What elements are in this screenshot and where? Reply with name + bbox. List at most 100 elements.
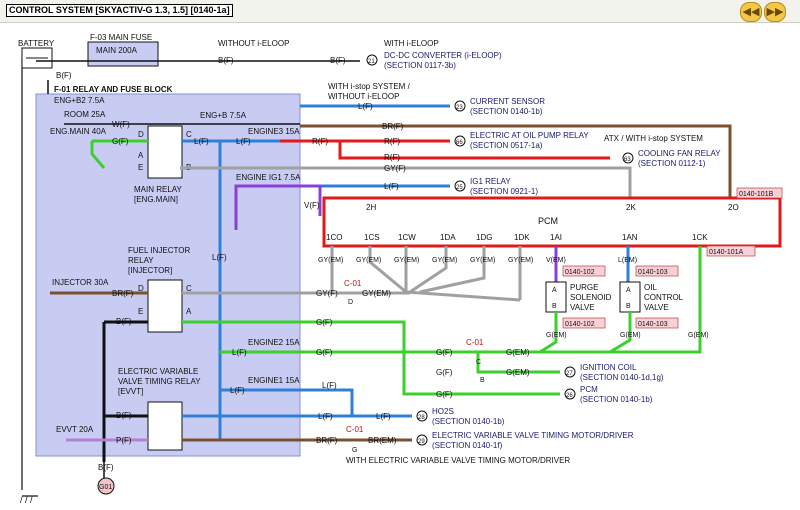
pcm-module[interactable] bbox=[322, 196, 782, 248]
pcm-pin-1an: 1AN bbox=[622, 233, 638, 242]
ig1-section-link[interactable]: (SECTION 0921-1) bbox=[470, 187, 538, 196]
next-page-button[interactable]: ▶▶ bbox=[764, 2, 786, 22]
dcdc-section-link[interactable]: (SECTION 0117-3b) bbox=[384, 61, 456, 70]
page-title: CONTROL SYSTEM [SKYACTIV-G 1.3, 1.5] [01… bbox=[6, 4, 233, 17]
connector-21-number: 21 bbox=[368, 59, 375, 65]
ref-0140-102-top[interactable] bbox=[562, 265, 606, 277]
connector-28 bbox=[416, 410, 428, 422]
rf-label-2: R(F) bbox=[384, 137, 400, 146]
brf-label-inj: BR(F) bbox=[112, 289, 134, 298]
vf-label: V(F) bbox=[304, 201, 320, 210]
evvt-motor-section-link[interactable]: (SECTION 0140-1f) bbox=[432, 441, 503, 450]
fuel-injector-label-3: [INJECTOR] bbox=[128, 266, 172, 275]
gyf-label-1: GY(F) bbox=[384, 164, 406, 173]
gem-label-ocv: G(EM) bbox=[620, 332, 641, 339]
ocv-green-return bbox=[609, 312, 632, 354]
lf-label-5: L(F) bbox=[232, 348, 247, 357]
ref-102-top-text: 0140-102 bbox=[565, 269, 595, 276]
fuel-injector-relay-symbol bbox=[147, 279, 183, 333]
wf-label: W(F) bbox=[112, 120, 130, 129]
connector-66 bbox=[454, 135, 466, 147]
connector-26-number: 26 bbox=[566, 393, 573, 399]
pcm-pin-1ai: 1AI bbox=[550, 233, 562, 242]
main-relay-pin-c: C bbox=[186, 130, 192, 139]
ignition-coil-section-link[interactable]: (SECTION 0140-1d,1g) bbox=[580, 373, 664, 382]
fuel-relay-pin-c: C bbox=[186, 284, 192, 293]
cooling-fan-section-link[interactable]: (SECTION 0112-1) bbox=[638, 159, 706, 168]
gem-label-2: G(EM) bbox=[506, 348, 530, 357]
cooling-fan-label[interactable]: COOLING FAN RELAY bbox=[638, 149, 721, 158]
fuse-engine1-label: ENGINE1 15A bbox=[248, 376, 300, 385]
connector-29-number: 29 bbox=[418, 439, 425, 445]
current-sensor-label[interactable]: CURRENT SENSOR bbox=[470, 97, 545, 106]
pcm-pin-2k: 2K bbox=[626, 203, 636, 212]
title-bar: CONTROL SYSTEM [SKYACTIV-G 1.3, 1.5] [01… bbox=[0, 0, 800, 23]
connector-27-number: 27 bbox=[566, 371, 573, 377]
vem-label: V(EM) bbox=[546, 257, 566, 264]
lf-label-3: L(F) bbox=[236, 137, 251, 146]
main-relay-label-2: [ENG.MAIN] bbox=[134, 195, 178, 204]
engine1-wire bbox=[220, 388, 354, 416]
lf-label-4: L(F) bbox=[384, 182, 399, 191]
pcm-pin-1co: 1CO bbox=[326, 233, 342, 242]
fuse-engine2-label: ENGINE2 15A bbox=[248, 338, 300, 347]
lf-label-6: L(F) bbox=[230, 386, 245, 395]
main-relay-label: MAIN RELAY bbox=[134, 185, 183, 194]
fuel-relay-pin-a: A bbox=[186, 307, 192, 316]
purge-pin-b: B bbox=[552, 303, 557, 310]
purge-label-1: PURGE bbox=[570, 283, 598, 292]
ref-103-top-text: 0140-103 bbox=[638, 269, 668, 276]
pcm-pin-2o: 2O bbox=[728, 203, 739, 212]
engine-ig1-violet-wire bbox=[234, 184, 322, 230]
brf-label-evvt: BR(F) bbox=[316, 436, 338, 445]
pcm-label: PCM bbox=[538, 216, 558, 226]
ref-0140-101b[interactable] bbox=[736, 187, 783, 199]
gf-label-3: G(F) bbox=[316, 348, 333, 357]
fuse-engine3-label: ENGINE3 15A bbox=[248, 127, 300, 136]
gf-label-5: G(F) bbox=[436, 368, 453, 377]
ref-0140-101b-text: 0140-101B bbox=[739, 191, 774, 198]
lf-label-8: L(F) bbox=[318, 412, 333, 421]
ocv-label-1: OIL bbox=[644, 283, 657, 292]
cooling-fan-wire bbox=[338, 141, 610, 160]
pcm-pin-1cw: 1CW bbox=[398, 233, 416, 242]
gray-wire-1 bbox=[180, 166, 632, 200]
pcm-1dg-wire bbox=[419, 246, 486, 294]
evvt-motor-label[interactable]: ELECTRIC VARIABLE VALVE TIMING MOTOR/DRI… bbox=[432, 431, 634, 440]
rf-label-3: R(F) bbox=[384, 153, 400, 162]
gyem-label-5: GY(EM) bbox=[470, 257, 495, 264]
connector-23-number: 23 bbox=[456, 105, 463, 111]
ref-0140-103-top[interactable] bbox=[635, 265, 679, 277]
ref-0140-102-bottom[interactable] bbox=[562, 317, 606, 329]
pcm-link-label[interactable]: PCM bbox=[580, 385, 598, 394]
previous-page-button[interactable]: ◀◀ bbox=[740, 2, 762, 22]
pcm-section-link[interactable]: (SECTION 0140-1b) bbox=[580, 395, 653, 404]
main-fuse-box bbox=[87, 41, 159, 67]
purge-label-2: SOLENOID bbox=[570, 293, 612, 302]
gyem-label-7: GY(EM) bbox=[362, 289, 391, 298]
lf-label-bus: L(F) bbox=[212, 253, 227, 262]
ref-0140-101a[interactable] bbox=[706, 245, 756, 257]
main-relay-pin-e: E bbox=[138, 163, 143, 172]
ignition-coil-label[interactable]: IGNITION COIL bbox=[580, 363, 637, 372]
ig1-relay-label[interactable]: IG1 RELAY bbox=[470, 177, 511, 186]
gf-label-2: G(F) bbox=[316, 318, 333, 327]
fuse-engmain-label: ENG.MAIN 40A bbox=[50, 127, 107, 136]
ho2s-label[interactable]: HO2S bbox=[432, 407, 454, 416]
ho2s-section-link[interactable]: (SECTION 0140-1b) bbox=[432, 417, 505, 426]
fuse-engine-ig1-label: ENGINE IG1 7.5A bbox=[236, 173, 301, 182]
at-oil-pump-section-link[interactable]: (SECTION 0517-1a) bbox=[470, 141, 543, 150]
evvt-relay-label-2: VALVE TIMING RELAY bbox=[118, 377, 201, 386]
ground-g01 bbox=[97, 477, 115, 495]
at-oil-pump-label[interactable]: ELECTRIC AT OIL PUMP RELAY bbox=[470, 131, 589, 140]
connector-23 bbox=[454, 100, 466, 112]
ocv-label-3: VALVE bbox=[644, 303, 669, 312]
pf-label: P(F) bbox=[116, 436, 132, 445]
pcm-pin-1cs: 1CS bbox=[364, 233, 380, 242]
current-sensor-section-link[interactable]: (SECTION 0140-1b) bbox=[470, 107, 543, 116]
ref-0140-103-bottom[interactable] bbox=[635, 317, 679, 329]
pcm-pin-1dk: 1DK bbox=[514, 233, 530, 242]
ocv-pin-a: A bbox=[626, 287, 631, 294]
dcdc-label[interactable]: DC-DC CONVERTER (i-ELOOP) bbox=[384, 51, 502, 60]
fuel-injector-label-1: FUEL INJECTOR bbox=[128, 246, 190, 255]
